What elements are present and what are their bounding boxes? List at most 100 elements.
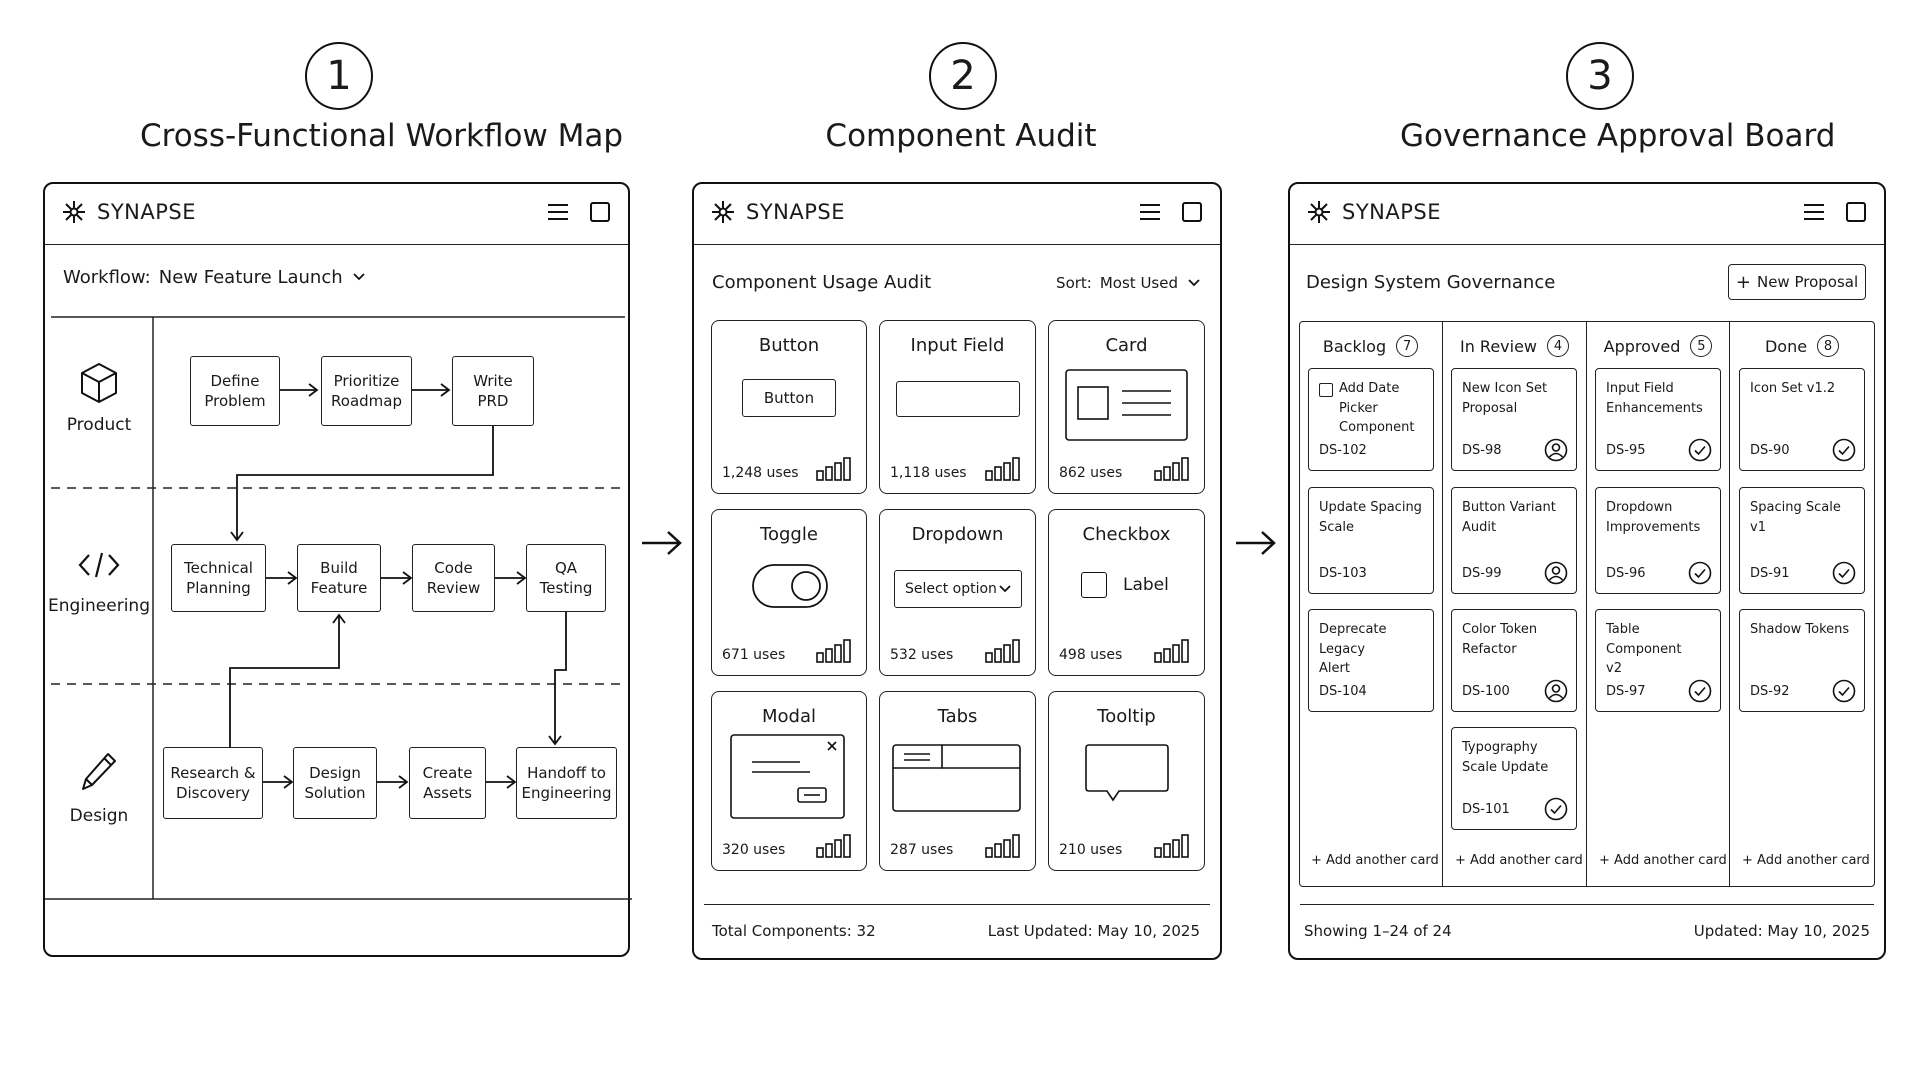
sort-dropdown[interactable]: Sort: Most Used [1056, 274, 1200, 292]
usage-bars-icon [985, 639, 1020, 663]
kanban-card[interactable]: Deprecate Legacy Alert DS-104 [1308, 609, 1434, 712]
kanban-card[interactable]: New Icon Set Proposal DS-98 [1451, 368, 1577, 471]
column-divider [1586, 321, 1587, 887]
synapse-logo-icon [712, 201, 734, 223]
card-id: DS-95 [1606, 443, 1646, 458]
window-icon[interactable] [1182, 202, 1202, 222]
pencil-icon [82, 753, 116, 790]
kanban-card[interactable]: Add Date Picker Component DS-102 [1308, 368, 1434, 471]
card-title: New Icon Set Proposal [1462, 381, 1548, 416]
audit-panel: SYNAPSE Component Usage Audit Sort: Most… [692, 182, 1222, 960]
card-title: Table Component v2 [1606, 622, 1682, 676]
add-card-button[interactable]: + Add another card [1455, 853, 1583, 868]
kanban-card[interactable]: Button Variant Audit DS-99 [1451, 487, 1577, 594]
flow-arrow-2-icon [1236, 531, 1276, 555]
component-card-checkbox[interactable]: Checkbox Label 498 uses [1048, 509, 1205, 676]
node-design-solution[interactable]: Design Solution [293, 747, 377, 819]
add-card-button[interactable]: + Add another card [1599, 853, 1727, 868]
column-in-review: In Review 4 New Icon Set Proposal DS-98 … [1443, 321, 1586, 887]
component-card-card[interactable]: Card 862 uses [1048, 320, 1205, 494]
column-name: Backlog [1322, 336, 1387, 356]
kanban-card[interactable]: Color Token Refactor DS-100 [1451, 609, 1577, 712]
window-icon[interactable] [590, 202, 610, 222]
component-name: Checkbox [1082, 524, 1171, 545]
window-icon[interactable] [1846, 202, 1866, 222]
kanban-card[interactable]: Table Component v2 DS-97 [1595, 609, 1721, 712]
new-proposal-label: New Proposal [1756, 273, 1859, 291]
card-title: Color Token Refactor [1462, 622, 1538, 657]
synapse-logo-icon [63, 201, 85, 223]
card-id: DS-103 [1319, 566, 1367, 581]
node-handoff-engineering[interactable]: Handoff to Engineering [516, 747, 617, 819]
node-create-assets[interactable]: Create Assets [409, 747, 486, 819]
node-research-discovery[interactable]: Research & Discovery [163, 747, 263, 819]
new-proposal-button[interactable]: + New Proposal [1728, 264, 1866, 300]
tooltip-preview [1085, 744, 1169, 802]
node-define-problem[interactable]: Define Problem [190, 356, 280, 426]
node-prioritize-roadmap[interactable]: Prioritize Roadmap [321, 356, 412, 426]
component-name: Toggle [760, 524, 818, 545]
checkbox-icon[interactable] [1319, 383, 1333, 397]
component-card-tooltip[interactable]: Tooltip 210 uses [1048, 691, 1205, 871]
kanban-card[interactable]: Spacing Scale v1 DS-91 [1739, 487, 1865, 594]
column-header: Approved 5 [1587, 335, 1729, 357]
usage-bars-icon [816, 834, 851, 858]
menu-icon[interactable] [1140, 204, 1160, 220]
component-card-button[interactable]: Button Button 1,248 uses [711, 320, 867, 494]
chevron-down-icon [1188, 279, 1200, 287]
kanban-card[interactable]: Shadow Tokens DS-92 [1739, 609, 1865, 712]
component-card-tabs[interactable]: Tabs 287 uses [879, 691, 1036, 871]
check-circle-icon [1688, 438, 1712, 462]
column-count: 4 [1547, 335, 1570, 357]
column-count: 8 [1817, 335, 1840, 357]
component-card-dropdown[interactable]: Dropdown Select option 532 uses [879, 509, 1036, 676]
check-circle-icon [1544, 797, 1568, 821]
kanban-card[interactable]: Icon Set v1.2 DS-90 [1739, 368, 1865, 471]
kanban-card[interactable]: Dropdown Improvements DS-96 [1595, 487, 1721, 594]
column-count: 7 [1396, 335, 1419, 357]
add-card-button[interactable]: + Add another card [1742, 853, 1870, 868]
card-title: Deprecate Legacy Alert [1319, 622, 1387, 676]
check-circle-icon [1832, 679, 1856, 703]
node-build-feature[interactable]: Build Feature [297, 544, 381, 612]
card-id: DS-90 [1750, 443, 1790, 458]
component-uses: 498 uses [1059, 647, 1123, 663]
usage-bars-icon [1154, 639, 1189, 663]
cube-icon [81, 363, 117, 403]
component-card-modal[interactable]: Modal 320 uses [711, 691, 867, 871]
column-header: Done 8 [1730, 335, 1874, 357]
card-id: DS-96 [1606, 566, 1646, 581]
node-qa-testing[interactable]: QA Testing [526, 544, 606, 612]
component-card-toggle[interactable]: Toggle 671 uses [711, 509, 867, 676]
kanban-card[interactable]: Input Field Enhancements DS-95 [1595, 368, 1721, 471]
node-write-prd[interactable]: Write PRD [452, 356, 534, 426]
column-header: In Review 4 [1443, 335, 1586, 357]
flow-arrow-1-icon [642, 531, 682, 555]
card-id: DS-98 [1462, 443, 1502, 458]
card-id: DS-99 [1462, 566, 1502, 581]
component-card-input-field[interactable]: Input Field 1,118 uses [879, 320, 1036, 494]
card-id: DS-102 [1319, 443, 1367, 458]
total-components: Total Components: 32 [712, 922, 876, 940]
brand: SYNAPSE [61, 199, 196, 225]
step-3-title: Governance Approval Board [1400, 118, 1836, 154]
sort-label: Sort: [1056, 274, 1092, 292]
column-name: Done [1764, 336, 1808, 356]
usage-bars-icon [1154, 457, 1189, 481]
component-name: Tabs [937, 706, 978, 727]
component-name: Dropdown [911, 524, 1004, 545]
step-1-number: 1 [305, 42, 373, 110]
menu-icon[interactable] [548, 204, 568, 220]
kanban-card[interactable]: Update Spacing Scale DS-103 [1308, 487, 1434, 594]
workflow-selector-value: New Feature Launch [158, 266, 343, 288]
column-divider [1729, 321, 1730, 887]
node-technical-planning[interactable]: Technical Planning [171, 544, 266, 612]
sort-value: Most Used [1099, 274, 1178, 292]
kanban-card[interactable]: Typography Scale Update DS-101 [1451, 727, 1577, 830]
menu-icon[interactable] [1804, 204, 1824, 220]
node-code-review[interactable]: Code Review [412, 544, 495, 612]
add-card-button[interactable]: + Add another card [1311, 853, 1439, 868]
toggle-preview [752, 564, 828, 608]
code-icon [78, 552, 120, 578]
workflow-selector[interactable]: Workflow: New Feature Launch [45, 244, 628, 310]
